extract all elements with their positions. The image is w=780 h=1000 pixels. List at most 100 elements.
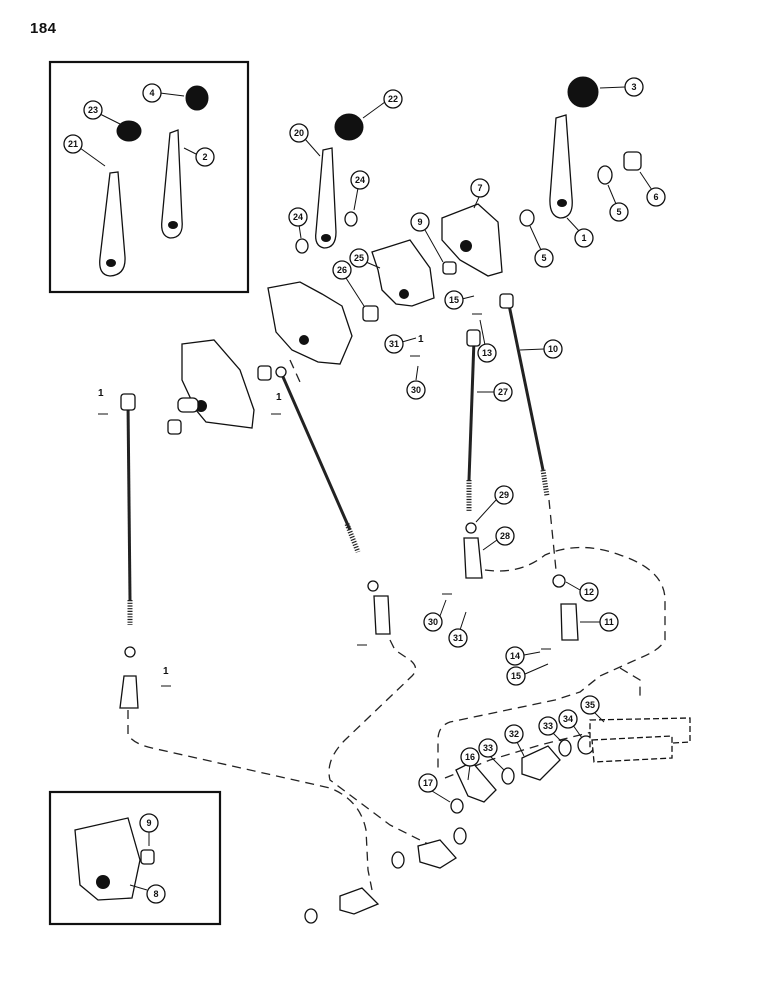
clevis-28 (463, 537, 483, 579)
callout-24b: 24 (288, 207, 308, 239)
clevis-center (373, 595, 391, 635)
callout-31b: 31 (448, 611, 468, 648)
svg-text:9: 9 (146, 818, 151, 828)
svg-text:10: 10 (548, 344, 558, 354)
ring-17 (450, 798, 464, 814)
clevis-11 (560, 603, 579, 641)
callout-29: 29 (475, 485, 514, 523)
knob-4 (185, 85, 209, 111)
knob-22 (334, 113, 364, 141)
pin-label-bottom: 1 (163, 666, 169, 677)
svg-text:7: 7 (477, 183, 482, 193)
svg-text:28: 28 (500, 531, 510, 541)
bushing-9-inset (140, 849, 155, 865)
knob-3 (567, 76, 599, 108)
bushing-9 (442, 261, 457, 275)
callout-1: 1 (566, 217, 594, 248)
lever-2 (161, 129, 183, 239)
svg-text:34: 34 (563, 714, 573, 724)
rods (120, 293, 550, 625)
pivot-left (177, 397, 199, 413)
callout-11: 11 (580, 612, 619, 632)
svg-text:6: 6 (653, 192, 658, 202)
svg-text:32: 32 (509, 729, 519, 739)
ring-lower-c (304, 908, 318, 924)
callout-3: 3 (599, 77, 644, 97)
pin-label-left: 1 (98, 388, 104, 399)
pin-label-center: 1 (276, 392, 282, 403)
svg-text:13: 13 (482, 348, 492, 358)
nut-29 (465, 522, 477, 534)
rod-10 (506, 299, 545, 471)
svg-text:4: 4 (149, 88, 154, 98)
plate-7 (441, 203, 503, 277)
callout-9-inset: 9 (139, 813, 159, 846)
svg-text:23: 23 (88, 105, 98, 115)
washer-5b (519, 209, 535, 227)
callout-17: 17 (418, 773, 451, 803)
callout-5b: 5 (529, 225, 554, 268)
washer-24a (344, 211, 358, 227)
svg-text:31: 31 (389, 339, 399, 349)
callout-30b: 30 (423, 599, 447, 632)
page-number: 184 (30, 20, 57, 37)
washer-5a (597, 165, 613, 185)
svg-text:17: 17 (423, 778, 433, 788)
clevis-left (119, 675, 139, 709)
svg-text:3: 3 (631, 82, 636, 92)
bushing-26 (362, 305, 379, 322)
svg-text:20: 20 (294, 128, 304, 138)
inset-top-parts (99, 85, 209, 277)
svg-text:16: 16 (465, 752, 475, 762)
callout-16: 16 (460, 747, 480, 781)
lever-1 (549, 114, 573, 219)
rod-left (126, 401, 132, 601)
callouts: 1 2 3 4 5 5 6 7 8 9 9 10 11 12 13 14 15 … (63, 77, 666, 904)
rod-27 (467, 339, 476, 481)
svg-text:35: 35 (585, 700, 595, 710)
washer-24b (295, 238, 309, 254)
plates (167, 203, 503, 435)
svg-text:30: 30 (428, 617, 438, 627)
svg-text:1: 1 (581, 233, 586, 243)
svg-text:5: 5 (541, 253, 546, 263)
svg-text:11: 11 (604, 617, 614, 627)
callout-24a: 24 (350, 170, 370, 211)
callout-12: 12 (565, 581, 599, 602)
callout-30a: 30 (406, 365, 426, 400)
svg-text:15: 15 (511, 671, 521, 681)
ring-lower-b (453, 827, 467, 845)
callout-14: 14 (505, 646, 541, 666)
svg-text:24: 24 (355, 175, 365, 185)
bushing-left-a (257, 365, 272, 381)
arm-lower-b (339, 887, 380, 915)
callout-26: 26 (332, 260, 365, 307)
svg-text:2: 2 (202, 152, 207, 162)
svg-text:21: 21 (68, 139, 78, 149)
lever-32 (521, 745, 561, 781)
svg-text:27: 27 (498, 387, 508, 397)
lever-21 (99, 171, 126, 277)
tube-35b (591, 735, 673, 763)
callout-8: 8 (129, 884, 166, 904)
spacer-6 (623, 151, 642, 171)
callout-13: 13 (477, 319, 497, 363)
inset-box-top (48, 60, 250, 294)
callout-25: 25 (349, 248, 381, 269)
svg-text:31: 31 (453, 633, 463, 643)
plate-8 (74, 817, 141, 901)
svg-text:12: 12 (584, 587, 594, 597)
dashed-linkage-paths (127, 359, 666, 891)
main-levers (295, 76, 642, 254)
svg-text:14: 14 (510, 651, 520, 661)
callout-22: 22 (362, 89, 403, 119)
callout-21: 21 (63, 134, 106, 167)
callout-15a: 15 (444, 290, 475, 310)
pin-labels: 1 1 1 1 (98, 334, 424, 677)
svg-text:8: 8 (153, 889, 158, 899)
callout-2: 2 (183, 147, 215, 167)
nut-12 (552, 574, 566, 588)
callout-23: 23 (83, 100, 121, 125)
callout-33b: 33 (538, 716, 563, 743)
